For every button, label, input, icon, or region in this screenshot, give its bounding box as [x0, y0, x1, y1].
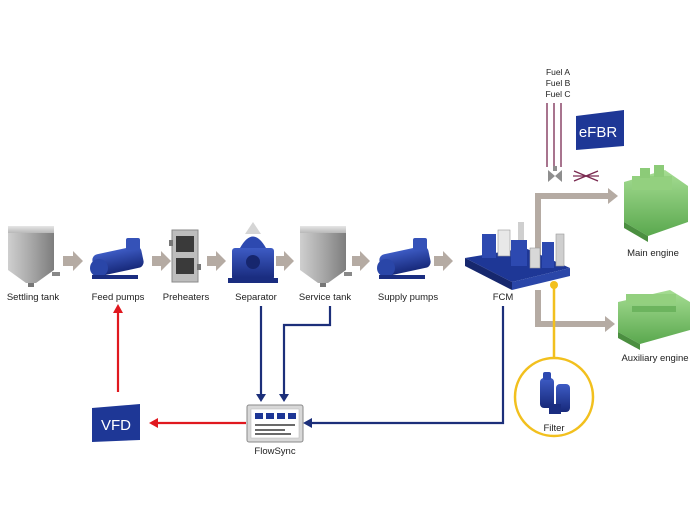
flow-pipe [535, 193, 541, 258]
filter-connector-dot [550, 281, 558, 289]
main-engine-icon[interactable] [624, 165, 688, 242]
fuel-a-label: Fuel A [546, 67, 570, 77]
settling-tank-label: Settling tank [7, 292, 60, 303]
main-engine-label: Main engine [627, 248, 679, 259]
flow-arrow [352, 251, 370, 271]
flow-arrow [152, 251, 171, 271]
valve-icon [548, 166, 562, 182]
supply-pumps-icon[interactable] [377, 238, 432, 279]
flowsync-icon[interactable] [246, 404, 304, 443]
control-arrowhead [256, 394, 266, 402]
supply-pumps-label: Supply pumps [378, 292, 438, 303]
flow-arrow [434, 251, 453, 271]
flow-arrow [605, 316, 615, 332]
flowsync-label: FlowSync [254, 446, 295, 457]
preheaters-label: Preheaters [163, 292, 210, 303]
vfd-lines [116, 311, 246, 425]
fuel-labels: Fuel A Fuel B Fuel C [545, 67, 570, 99]
control-arrowhead [279, 394, 289, 402]
auxiliary-engine-label: Auxiliary engine [621, 353, 688, 364]
flow-pipe [535, 321, 607, 327]
vfd-arrowhead [149, 418, 158, 428]
mixing-cross-icon [573, 170, 599, 182]
separator-label: Separator [235, 292, 277, 303]
settling-tank-icon[interactable] [8, 226, 60, 287]
flow-arrow [276, 251, 294, 271]
control-arrowhead [303, 418, 312, 428]
flow-arrows [63, 188, 618, 332]
control-line [282, 306, 332, 396]
efbr-label: eFBR [579, 124, 618, 141]
filter-icon[interactable] [540, 372, 570, 414]
flow-arrow [608, 188, 618, 204]
control-lines [259, 306, 505, 425]
vfd-badge: VFD [92, 404, 140, 442]
separator-icon[interactable] [228, 222, 278, 283]
fuel-b-label: Fuel B [546, 78, 571, 88]
control-line [310, 306, 505, 425]
flow-arrow [207, 251, 226, 271]
fcm-icon[interactable] [465, 222, 570, 290]
fuel-c-label: Fuel C [545, 89, 570, 99]
filter-label: Filter [543, 423, 564, 434]
feed-pumps-icon[interactable] [90, 238, 145, 279]
vfd-label: VFD [101, 417, 131, 434]
service-tank-label: Service tank [299, 292, 352, 303]
vfd-arrowhead [113, 304, 123, 313]
flow-pipe [535, 290, 541, 327]
service-tank-icon[interactable] [300, 226, 352, 287]
flow-pipe [535, 193, 610, 199]
fuel-lines [546, 103, 562, 167]
efbr-badge: eFBR [576, 110, 624, 150]
fcm-label: FCM [493, 292, 514, 303]
flow-arrow [63, 251, 83, 271]
feed-pumps-label: Feed pumps [92, 292, 145, 303]
preheaters-icon[interactable] [169, 229, 201, 283]
auxiliary-engine-icon[interactable] [618, 290, 690, 350]
